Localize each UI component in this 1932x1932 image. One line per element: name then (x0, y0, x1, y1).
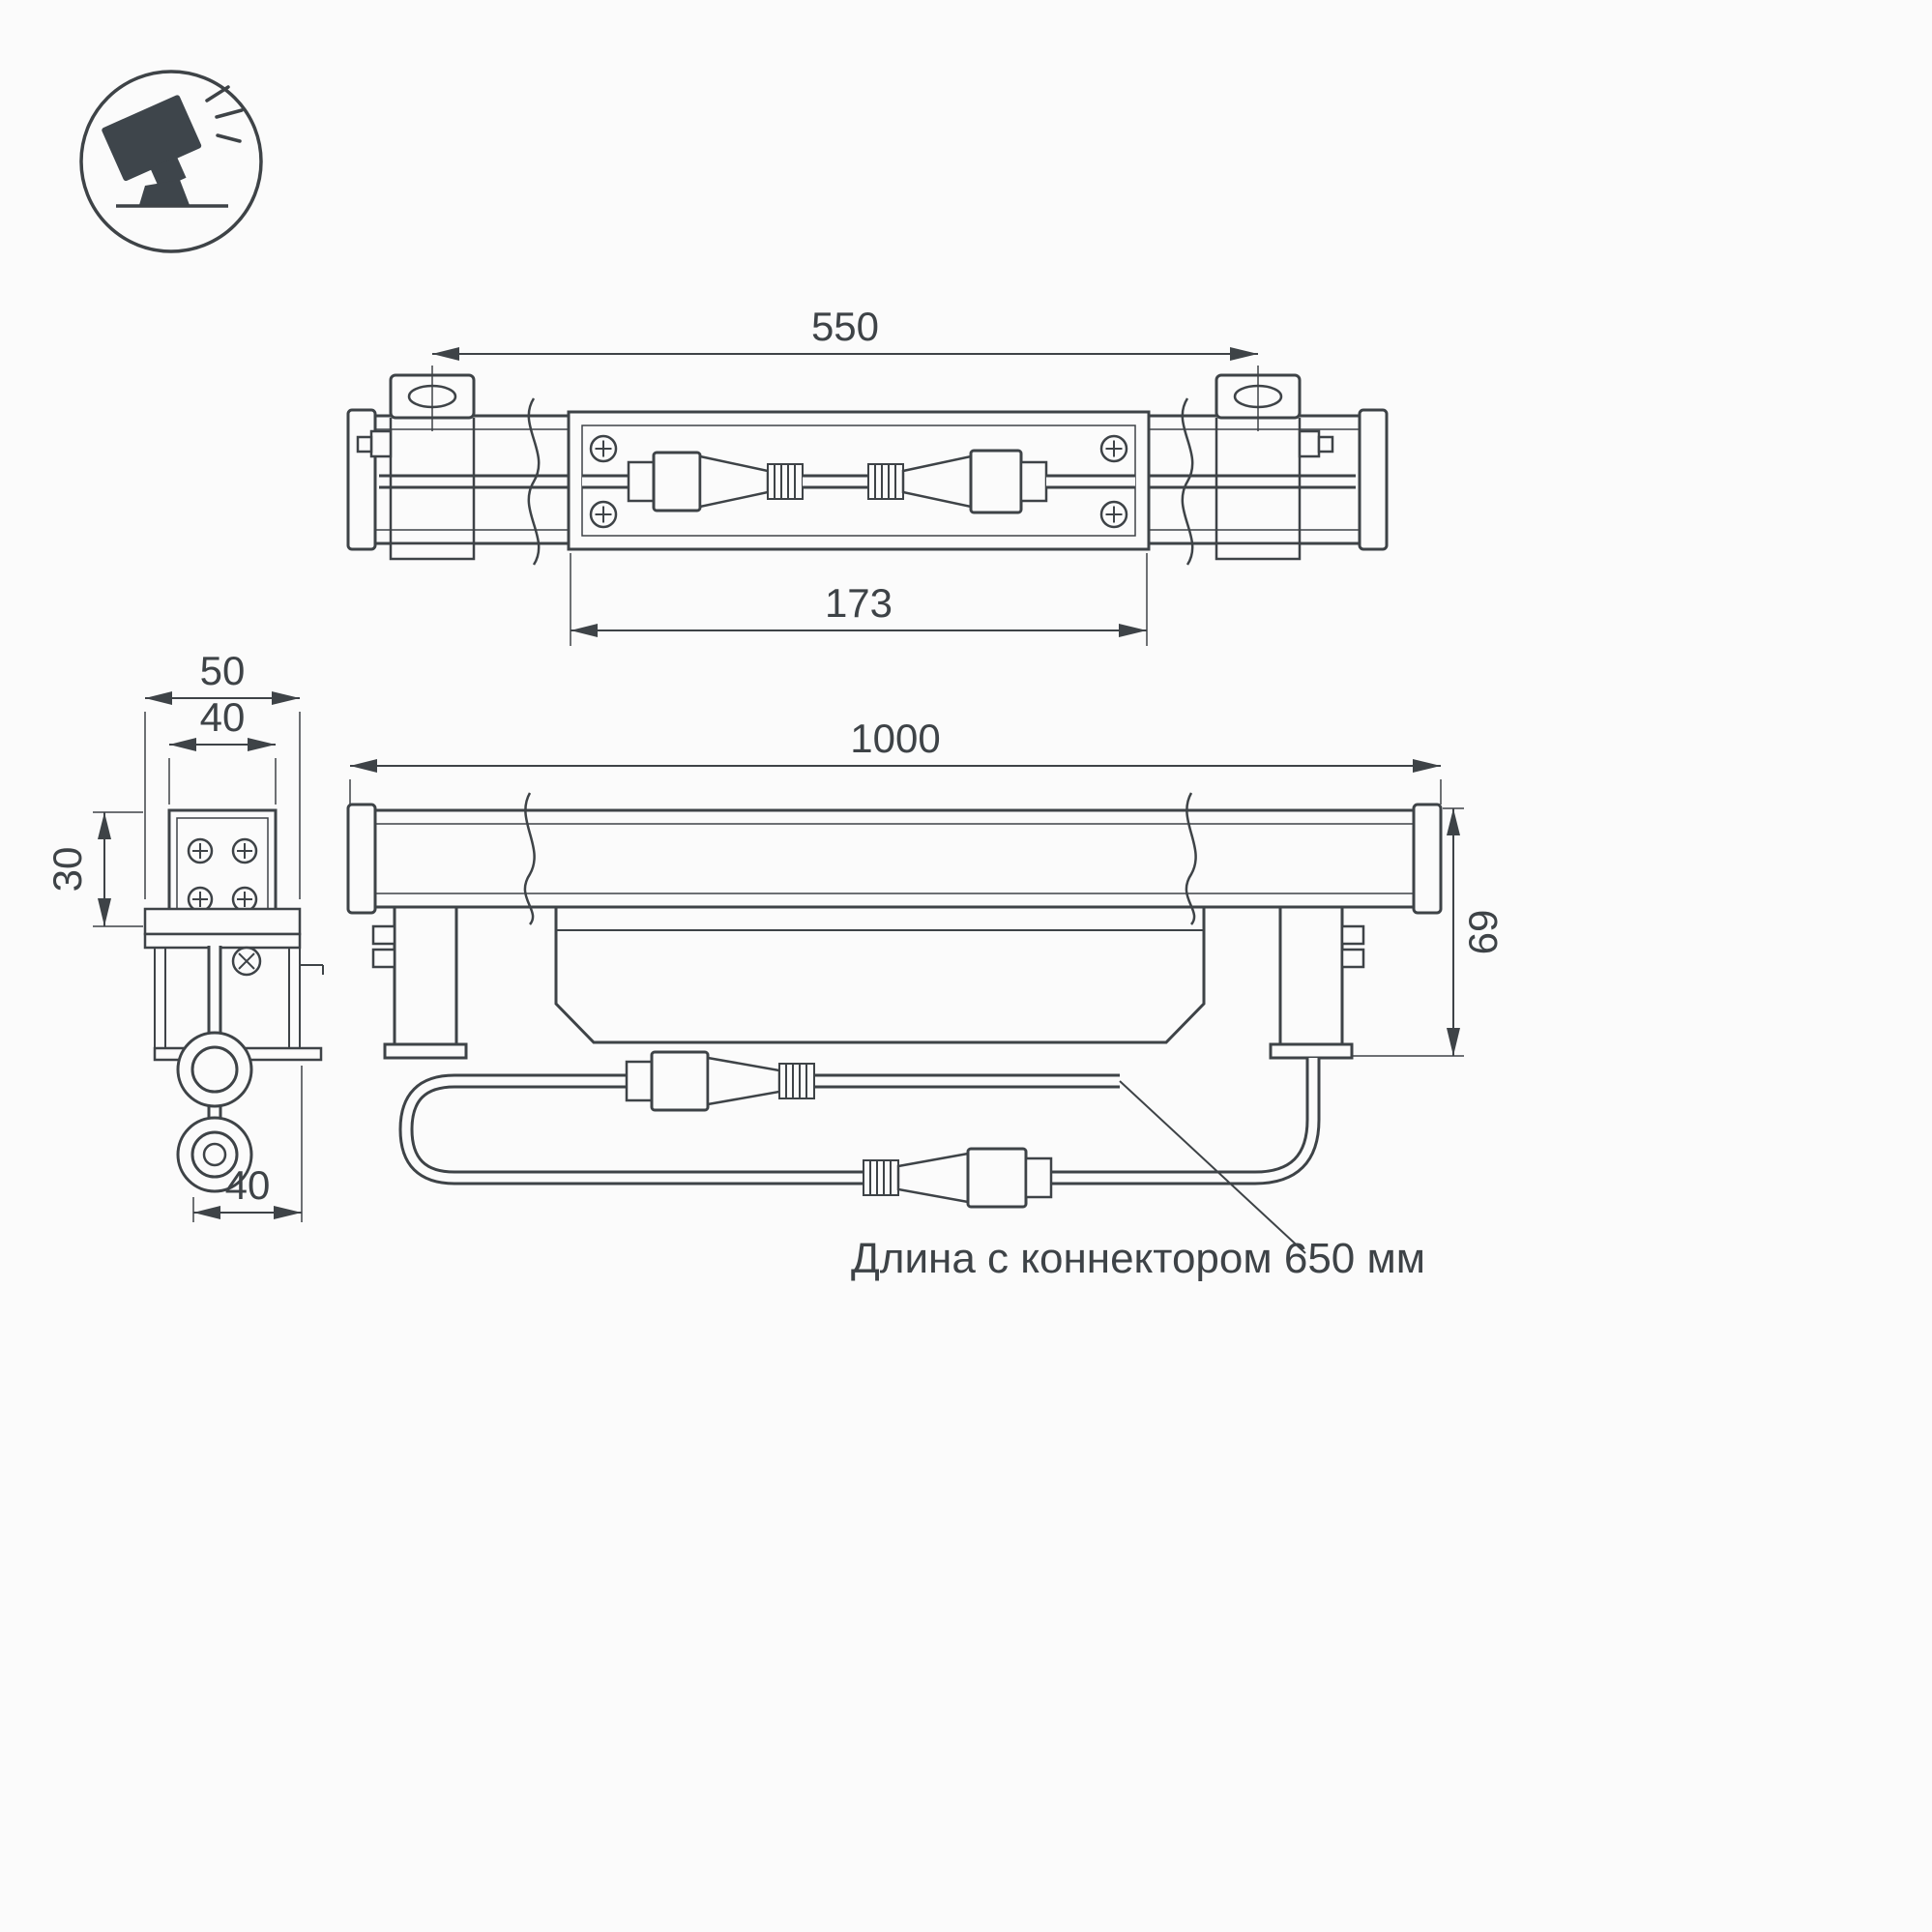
leader-line (1119, 1080, 1306, 1254)
dimension-1000: 1000 (349, 716, 1442, 805)
dimension-40-top: 40 (168, 694, 277, 805)
bracket-foot (1269, 1042, 1354, 1060)
end-cap-left (346, 803, 377, 915)
mount-bracket-left-front (371, 905, 468, 1060)
break-line (1181, 397, 1194, 566)
dim-label-173: 173 (825, 580, 893, 626)
bracket-bolt (1298, 429, 1321, 458)
ground-spotlight-icon (79, 70, 263, 253)
break-line (523, 792, 536, 925)
cable-side (176, 946, 253, 1193)
dimension-550: 550 (431, 304, 1259, 431)
dimension-50: 50 (144, 648, 301, 899)
screw-icon (1099, 434, 1128, 463)
dim-label-50: 50 (200, 648, 246, 693)
connector-upper (625, 1050, 815, 1112)
dim-label-40-top: 40 (200, 694, 246, 740)
dimension-40-bottom: 40 (192, 1066, 303, 1222)
screw-icon (231, 837, 258, 864)
spotlight-base (139, 180, 190, 205)
bracket-bolt (369, 429, 393, 458)
front-view: 1000 (346, 716, 1506, 1282)
screw-icon (589, 434, 618, 463)
end-cap-right (1358, 408, 1389, 551)
power-cable-front (398, 1058, 1321, 1186)
screw-icon (187, 837, 214, 864)
break-line (527, 397, 541, 566)
screw-icon (187, 886, 214, 913)
mount-bracket-right-front (1269, 905, 1365, 1060)
bracket-foot (383, 1042, 468, 1060)
mount-bracket-side (143, 907, 324, 1062)
screw-icon (589, 500, 618, 529)
icon-circle (79, 70, 263, 253)
tube-front (346, 803, 1443, 915)
end-cap-right (1412, 803, 1443, 915)
light-rays-icon (205, 85, 244, 143)
mount-bracket-right-top (1215, 373, 1334, 561)
connector-lower (863, 1147, 1053, 1209)
housing-front (554, 905, 1206, 1044)
dim-label-69: 69 (1460, 910, 1506, 955)
dimension-173: 173 (570, 553, 1148, 646)
connector-length-note: Длина с коннектором 650 мм (851, 1235, 1425, 1282)
bracket-bolt (371, 924, 396, 946)
module-body-top (567, 410, 1151, 551)
dim-label-30: 30 (44, 847, 90, 893)
dim-label-40-bottom: 40 (225, 1162, 271, 1208)
connector-pair-top (582, 449, 1135, 514)
top-view: 550 173 (346, 304, 1389, 646)
screw-icon (231, 886, 258, 913)
adjustment-knob (231, 946, 262, 977)
side-view: 50 40 (44, 648, 324, 1222)
dimension-30: 30 (44, 811, 143, 927)
screw-icon (1099, 500, 1128, 529)
dimension-69: 69 (1352, 807, 1506, 1057)
dim-label-1000: 1000 (850, 716, 940, 761)
dim-label-550: 550 (811, 304, 879, 349)
break-line (1185, 792, 1197, 925)
bracket-bolt (1340, 924, 1365, 946)
